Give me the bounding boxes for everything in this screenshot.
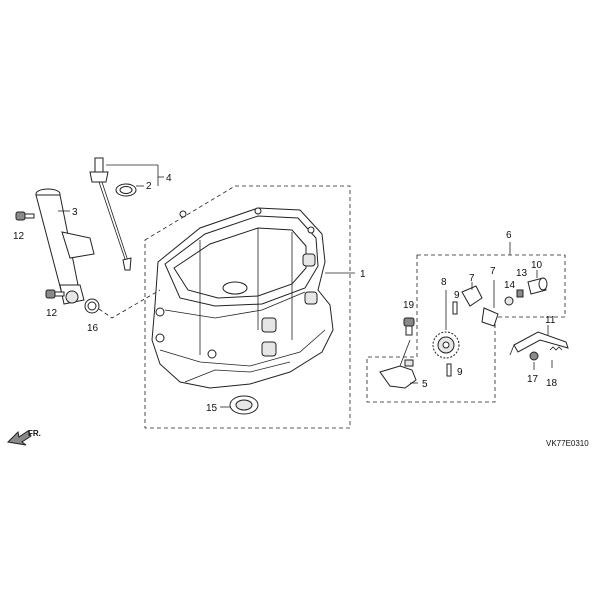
- bolt-upper: [15, 211, 35, 221]
- lever-nut: [529, 351, 539, 361]
- callout-7-a: 7: [469, 273, 475, 284]
- callout-18: 18: [546, 378, 558, 389]
- pin-upper: [452, 301, 458, 315]
- callout-4: 4: [166, 173, 172, 184]
- callout-19: 19: [403, 300, 415, 311]
- bolt-lower: [45, 289, 65, 299]
- callout-8: 8: [441, 277, 447, 288]
- governor-lever: [509, 331, 569, 356]
- callout-9-upper: 9: [454, 290, 460, 301]
- crankcase-cover: [151, 207, 334, 389]
- oil-filler-pipe: [35, 188, 95, 305]
- callout-16: 16: [87, 323, 99, 334]
- dipstick: [89, 157, 132, 271]
- callout-15: 15: [206, 403, 218, 414]
- callout-2: 2: [146, 181, 152, 192]
- pin-lower: [446, 363, 452, 377]
- o-ring: [115, 183, 137, 197]
- callout-13: 13: [516, 268, 528, 279]
- governor-weight-a: [461, 285, 483, 307]
- flange-bolt: [403, 317, 415, 336]
- governor-spring: [549, 346, 563, 351]
- clip: [516, 289, 524, 298]
- governor-weight-b: [481, 307, 499, 327]
- callout-3: 3: [72, 207, 78, 218]
- gasket: [84, 298, 100, 314]
- governor-slider: [527, 277, 548, 295]
- front-direction-arrow-icon: [6, 430, 32, 446]
- callout-12-lower: 12: [46, 308, 58, 319]
- callout-6: 6: [506, 230, 512, 241]
- diagram-code: VK77E0310: [546, 439, 589, 448]
- callout-11: 11: [545, 315, 556, 326]
- callout-9-lower: 9: [457, 367, 463, 378]
- oil-seal: [229, 395, 259, 415]
- callout-5: 5: [422, 379, 428, 390]
- governor-group-frame: [366, 254, 566, 403]
- callout-17: 17: [527, 374, 539, 385]
- crankcase-group-frame: [144, 185, 351, 429]
- governor-gear: [432, 331, 460, 359]
- callout-10: 10: [531, 260, 543, 271]
- washer: [504, 296, 514, 306]
- direction-label: FR.: [28, 429, 41, 438]
- governor-arm-shaft: [379, 339, 417, 389]
- callout-12-upper: 12: [13, 231, 25, 242]
- callout-14: 14: [504, 280, 516, 291]
- callout-1: 1: [360, 269, 366, 280]
- callout-7-b: 7: [490, 266, 496, 277]
